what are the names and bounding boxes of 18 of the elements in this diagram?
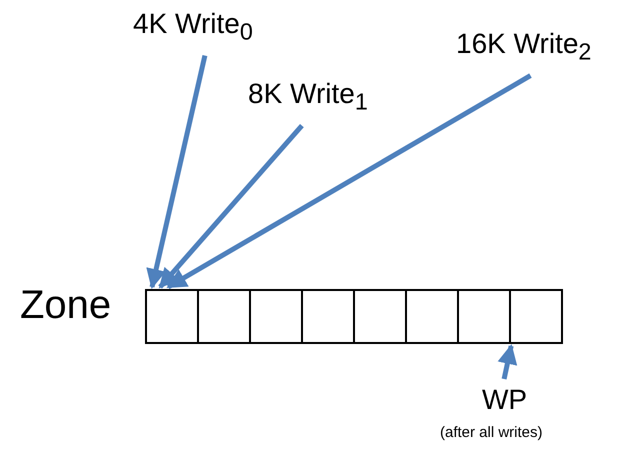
arrow bbox=[498, 344, 518, 380]
arrow bbox=[146, 55, 208, 289]
pointer-label: WP bbox=[482, 384, 528, 416]
zone-cell bbox=[405, 289, 459, 344]
zone-cell bbox=[509, 289, 563, 344]
pointer-note: (after all writes) bbox=[440, 424, 543, 441]
arrow bbox=[158, 124, 304, 289]
zone-cell bbox=[353, 289, 407, 344]
zone-cell bbox=[301, 289, 355, 344]
write-label: 8K Write$_{1}$ bbox=[248, 78, 368, 116]
zone-cell bbox=[197, 289, 251, 344]
write-label: 16K Write$_{2}$ bbox=[456, 28, 592, 66]
zone-cell bbox=[457, 289, 511, 344]
zone-cell bbox=[145, 289, 199, 344]
arrow bbox=[166, 73, 532, 290]
zone-label: Zone bbox=[20, 283, 112, 328]
write-label: 4K Write$_{0}$ bbox=[133, 8, 253, 46]
zone-cell bbox=[249, 289, 303, 344]
